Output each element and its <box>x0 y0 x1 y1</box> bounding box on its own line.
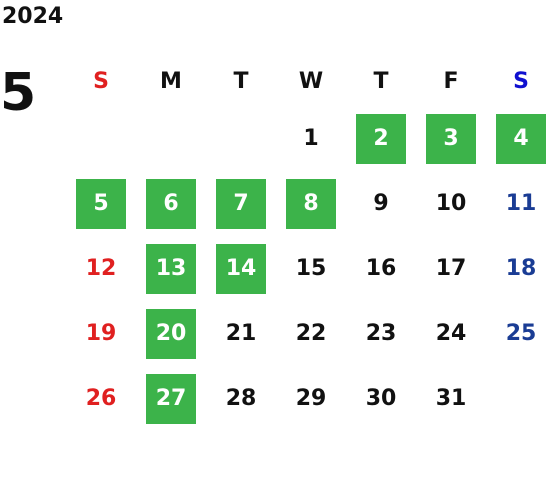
day-number: 14 <box>216 243 266 294</box>
day-cell: 27 <box>136 366 206 431</box>
weekday-header: S <box>93 68 109 94</box>
weekday-header: S <box>513 68 529 94</box>
calendar-month: 5 <box>0 63 37 123</box>
day-cell: 14 <box>206 236 276 301</box>
empty-day-cell <box>66 106 136 171</box>
day-number: 30 <box>365 386 397 411</box>
day-number: 18 <box>505 256 537 281</box>
day-cell: 13 <box>136 236 206 301</box>
day-number: 10 <box>435 191 467 216</box>
day-cell: 12 <box>66 236 136 301</box>
day-cell: 18 <box>486 236 548 301</box>
day-number: 13 <box>146 243 196 294</box>
day-number: 9 <box>373 191 389 216</box>
day-number: 31 <box>435 386 467 411</box>
day-cell: 25 <box>486 301 548 366</box>
day-cell: 6 <box>136 171 206 236</box>
day-number: 1 <box>303 126 319 151</box>
day-cell: 28 <box>206 366 276 431</box>
weekday-header: T <box>233 68 249 94</box>
day-number: 20 <box>146 308 196 359</box>
day-cell: 4 <box>486 106 548 171</box>
day-number: 24 <box>435 321 467 346</box>
day-cell: 30 <box>346 366 416 431</box>
day-number: 25 <box>505 321 537 346</box>
day-cell: 29 <box>276 366 346 431</box>
day-cell: 24 <box>416 301 486 366</box>
empty-day-cell <box>136 106 206 171</box>
day-cell: 8 <box>276 171 346 236</box>
day-cell: 19 <box>66 301 136 366</box>
day-cell: 3 <box>416 106 486 171</box>
day-number: 7 <box>216 178 266 229</box>
day-number: 11 <box>505 191 537 216</box>
day-cell: 17 <box>416 236 486 301</box>
day-number: 17 <box>435 256 467 281</box>
day-cell: 9 <box>346 171 416 236</box>
day-cell: 21 <box>206 301 276 366</box>
day-number: 29 <box>295 386 327 411</box>
day-cell: 11 <box>486 171 548 236</box>
day-number: 3 <box>426 113 476 164</box>
day-cell: 15 <box>276 236 346 301</box>
day-number: 5 <box>76 178 126 229</box>
calendar-year: 2024 <box>2 4 64 29</box>
day-number: 15 <box>295 256 327 281</box>
day-number: 27 <box>146 373 196 424</box>
day-cell: 16 <box>346 236 416 301</box>
weekday-header: W <box>298 68 324 94</box>
day-number: 23 <box>365 321 397 346</box>
day-cell: 1 <box>276 106 346 171</box>
weekday-header: M <box>160 68 182 94</box>
day-number: 4 <box>496 113 546 164</box>
day-number: 21 <box>225 321 257 346</box>
day-cell: 5 <box>66 171 136 236</box>
day-cell: 22 <box>276 301 346 366</box>
day-number: 8 <box>286 178 336 229</box>
day-cell: 20 <box>136 301 206 366</box>
weekday-header: F <box>443 68 459 94</box>
day-number: 12 <box>85 256 117 281</box>
day-number: 26 <box>85 386 117 411</box>
day-cell: 31 <box>416 366 486 431</box>
day-number: 2 <box>356 113 406 164</box>
empty-day-cell <box>486 366 548 431</box>
day-number: 19 <box>85 321 117 346</box>
day-cell: 7 <box>206 171 276 236</box>
day-cell: 23 <box>346 301 416 366</box>
day-cell: 10 <box>416 171 486 236</box>
day-cell: 2 <box>346 106 416 171</box>
day-number: 6 <box>146 178 196 229</box>
day-cell: 26 <box>66 366 136 431</box>
empty-day-cell <box>206 106 276 171</box>
weekday-header: T <box>373 68 389 94</box>
day-number: 22 <box>295 321 327 346</box>
day-number: 16 <box>365 256 397 281</box>
day-number: 28 <box>225 386 257 411</box>
